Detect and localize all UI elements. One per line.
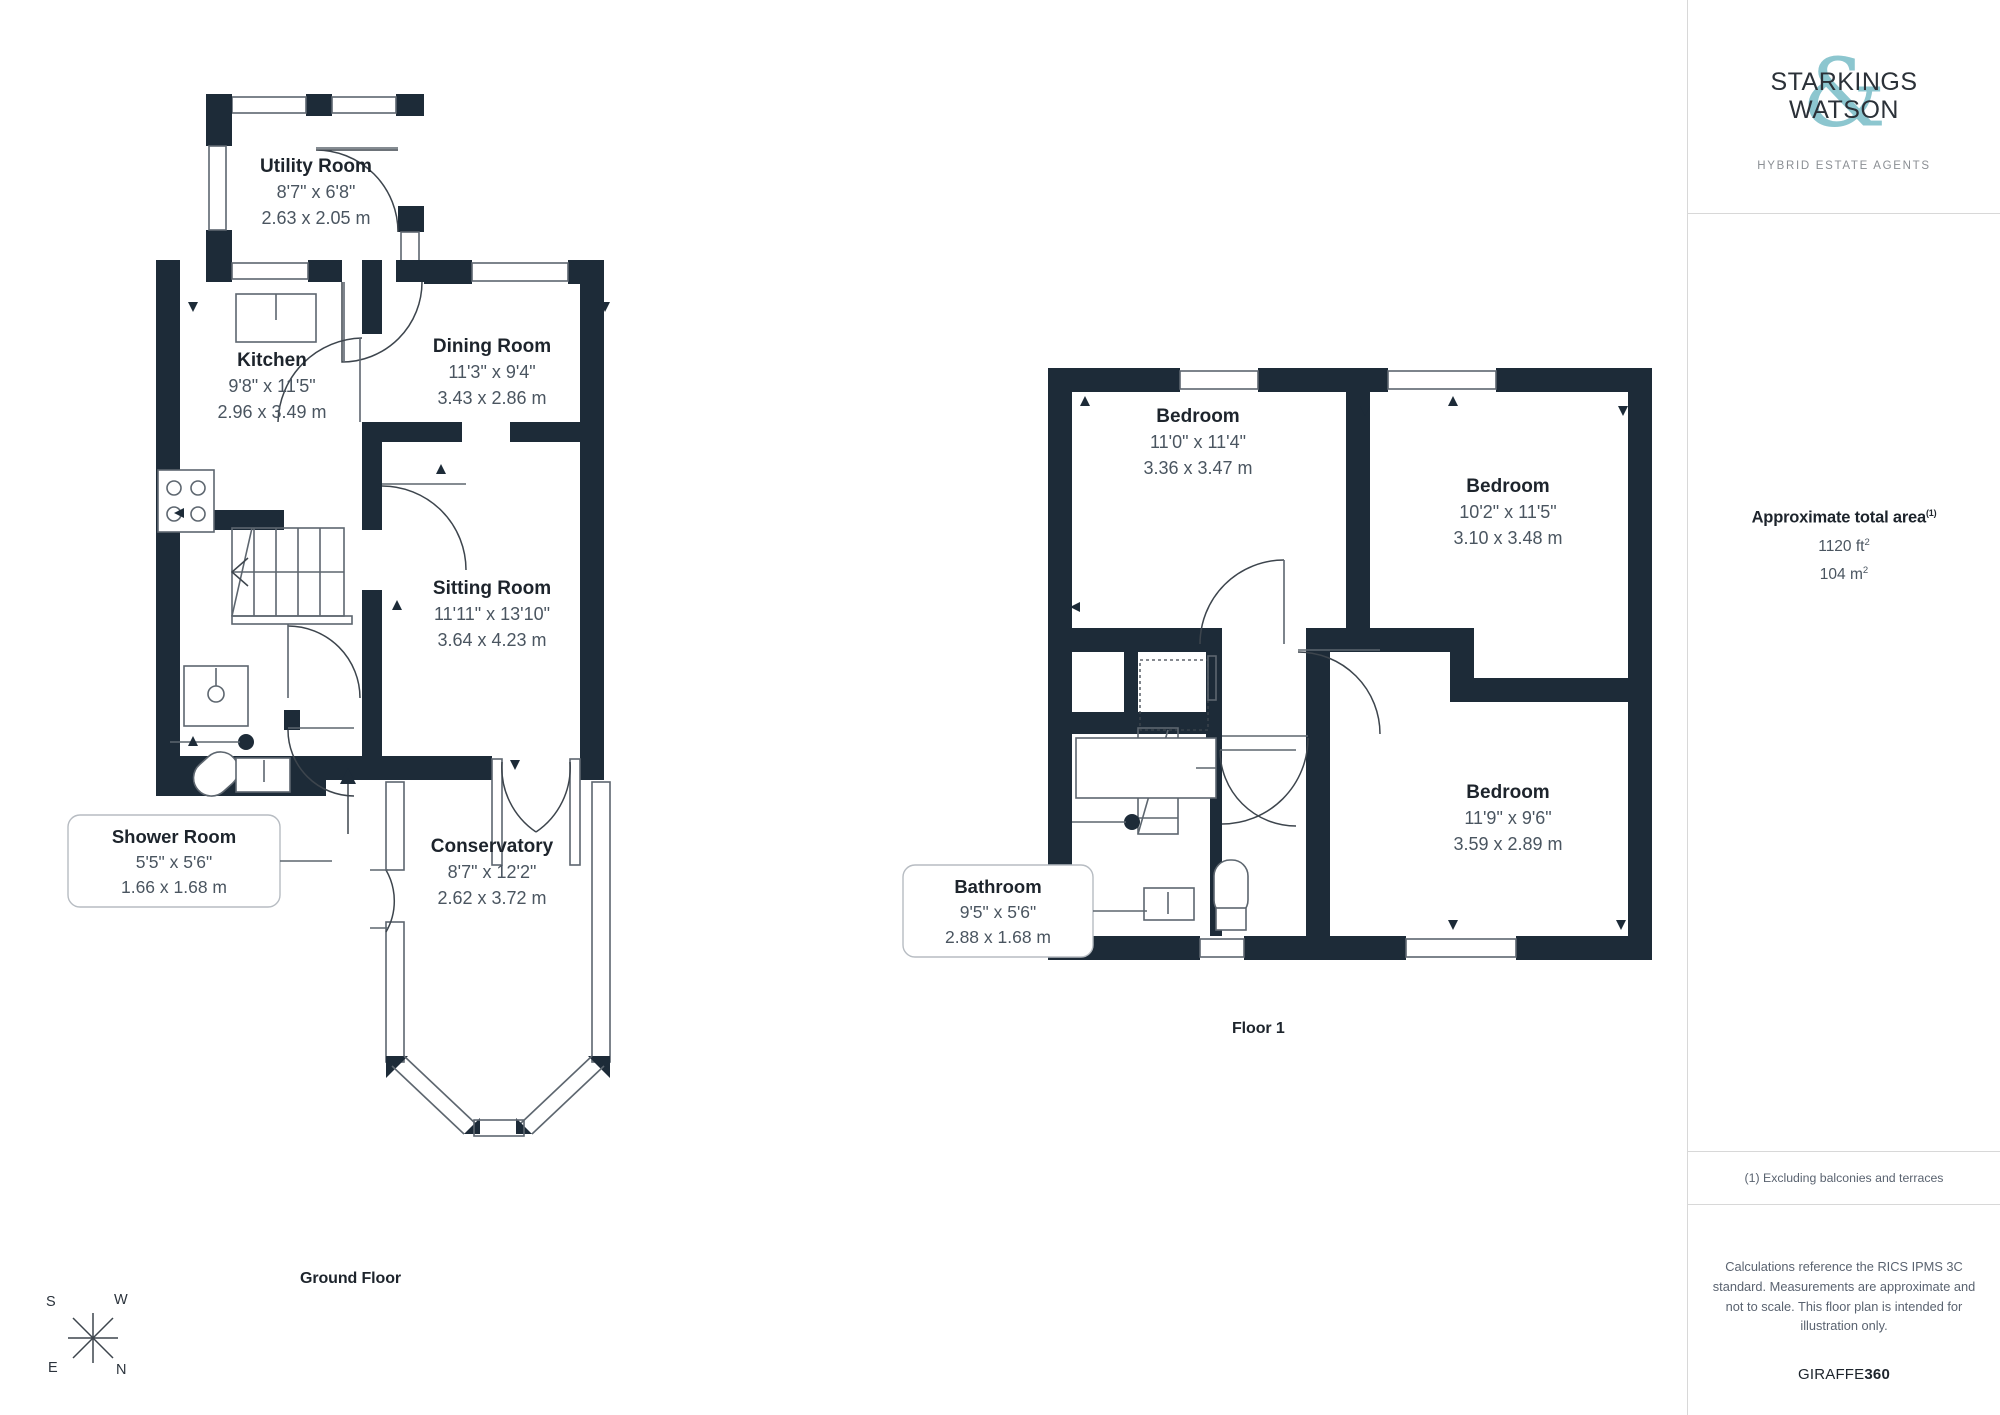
compass-rose: S W E N xyxy=(38,1288,148,1388)
total-area-sqm: 104 m2 xyxy=(1688,565,2000,584)
sqft-exponent: 2 xyxy=(1864,536,1870,548)
room-name-utility-room: Utility Room xyxy=(260,156,372,177)
room-name-shower-room: Shower Room xyxy=(112,826,236,847)
brand-tagline: HYBRID ESTATE AGENTS xyxy=(1757,160,1931,172)
room-imperial-dining-room: 11'3" x 9'4" xyxy=(448,362,535,382)
ampersand-icon: & xyxy=(1801,38,1887,149)
room-imperial-bathroom: 9'5" x 5'6" xyxy=(960,902,1037,922)
compass-label-top-left: S xyxy=(46,1294,56,1310)
total-area-sqm-value: 104 m xyxy=(1819,565,1863,583)
room-metric-sitting-room: 3.64 x 4.23 m xyxy=(437,630,546,650)
room-name-conservatory: Conservatory xyxy=(431,836,554,857)
shower-room-callout: Shower Room 5'5" x 5'6" 1.66 x 1.68 m xyxy=(67,814,332,908)
disclaimer-section: Calculations reference the RICS IPMS 3C … xyxy=(1688,1205,2000,1387)
provider-name-light: GIRAFFE xyxy=(1797,1366,1865,1384)
compass-label-bottom-left: E xyxy=(48,1360,58,1376)
room-imperial-shower-room: 5'5" x 5'6" xyxy=(136,852,213,872)
compass-label-bottom-right: N xyxy=(116,1362,127,1378)
compass-star-icon xyxy=(68,1313,118,1363)
brand-name-line-1: STARKINGS xyxy=(1770,68,1918,97)
room-name-bedroom-1: Bedroom xyxy=(1156,406,1239,427)
room-imperial-bedroom-1: 11'0" x 11'4" xyxy=(1150,432,1246,452)
room-imperial-kitchen: 9'8" x 11'5" xyxy=(228,376,315,396)
total-area-sqft: 1120 ft2 xyxy=(1688,537,2000,556)
room-name-bedroom-3: Bedroom xyxy=(1466,782,1549,803)
room-metric-shower-room: 1.66 x 1.68 m xyxy=(121,877,227,897)
room-imperial-bedroom-3: 11'9" x 9'6" xyxy=(1464,808,1551,828)
total-area-title-superscript: (1) xyxy=(1926,508,1937,518)
floor-caption-first: Floor 1 xyxy=(1232,1020,1285,1037)
room-metric-bedroom-2: 3.10 x 3.48 m xyxy=(1453,528,1562,548)
room-metric-bathroom: 2.88 x 1.68 m xyxy=(945,927,1051,947)
info-side-panel: & STARKINGS WATSON HYBRID ESTATE AGENTS … xyxy=(1687,0,2000,1415)
brand-name-line-2: WATSON xyxy=(1789,95,1899,124)
floor-plan-canvas: .w { fill:#1d2b38; } .thin{ fill:none; s… xyxy=(38,94,1652,1388)
provider-name-bold: 360 xyxy=(1864,1366,1891,1384)
room-name-bathroom: Bathroom xyxy=(954,876,1041,897)
total-area-title-text: Approximate total area xyxy=(1751,508,1927,527)
total-area-section: Approximate total area(1) 1120 ft2 104 m… xyxy=(1688,214,2000,1152)
footnote-text: (1) Excluding balconies and terraces xyxy=(1744,1171,1944,1185)
room-name-kitchen: Kitchen xyxy=(237,350,307,371)
room-name-bedroom-2: Bedroom xyxy=(1466,476,1549,497)
room-metric-utility-room: 2.63 x 2.05 m xyxy=(261,208,370,228)
first-floor-drawing: .w2 { fill:#1d2b38; } .thin2{ fill:none;… xyxy=(1048,368,1652,960)
sqm-exponent: 2 xyxy=(1862,564,1869,576)
total-area-title: Approximate total area(1) xyxy=(1688,508,2000,528)
room-imperial-utility-room: 8'7" x 6'8" xyxy=(277,182,356,202)
provider-logo: GIRAFFE360 xyxy=(1688,1363,2000,1386)
room-metric-kitchen: 2.96 x 3.49 m xyxy=(217,402,326,422)
room-imperial-sitting-room: 11'11" x 13'10" xyxy=(434,604,550,624)
disclaimer-text: Calculations reference the RICS IPMS 3C … xyxy=(1712,1259,1976,1334)
total-area-sqft-value: 1120 ft xyxy=(1818,537,1865,555)
room-name-sitting-room: Sitting Room xyxy=(433,578,551,599)
floor-caption-ground: Ground Floor xyxy=(300,1270,402,1287)
room-metric-bedroom-3: 3.59 x 2.89 m xyxy=(1453,834,1562,854)
room-imperial-conservatory: 8'7" x 12'2" xyxy=(448,862,537,882)
footnote-section: (1) Excluding balconies and terraces xyxy=(1688,1152,2000,1205)
bathroom-callout: Bathroom 9'5" x 5'6" 2.88 x 1.68 m xyxy=(902,864,1147,958)
room-metric-bedroom-1: 3.36 x 3.47 m xyxy=(1143,458,1252,478)
room-imperial-bedroom-2: 10'2" x 11'5" xyxy=(1459,502,1556,522)
room-metric-dining-room: 3.43 x 2.86 m xyxy=(437,388,546,408)
compass-label-top-right: W xyxy=(114,1292,128,1308)
room-metric-conservatory: 2.62 x 3.72 m xyxy=(437,888,546,908)
agency-logo: & STARKINGS WATSON HYBRID ESTATE AGENTS xyxy=(1688,0,2000,214)
ground-floor-drawing: .w { fill:#1d2b38; } .thin{ fill:none; s… xyxy=(156,94,611,1137)
room-name-dining-room: Dining Room xyxy=(433,336,551,357)
